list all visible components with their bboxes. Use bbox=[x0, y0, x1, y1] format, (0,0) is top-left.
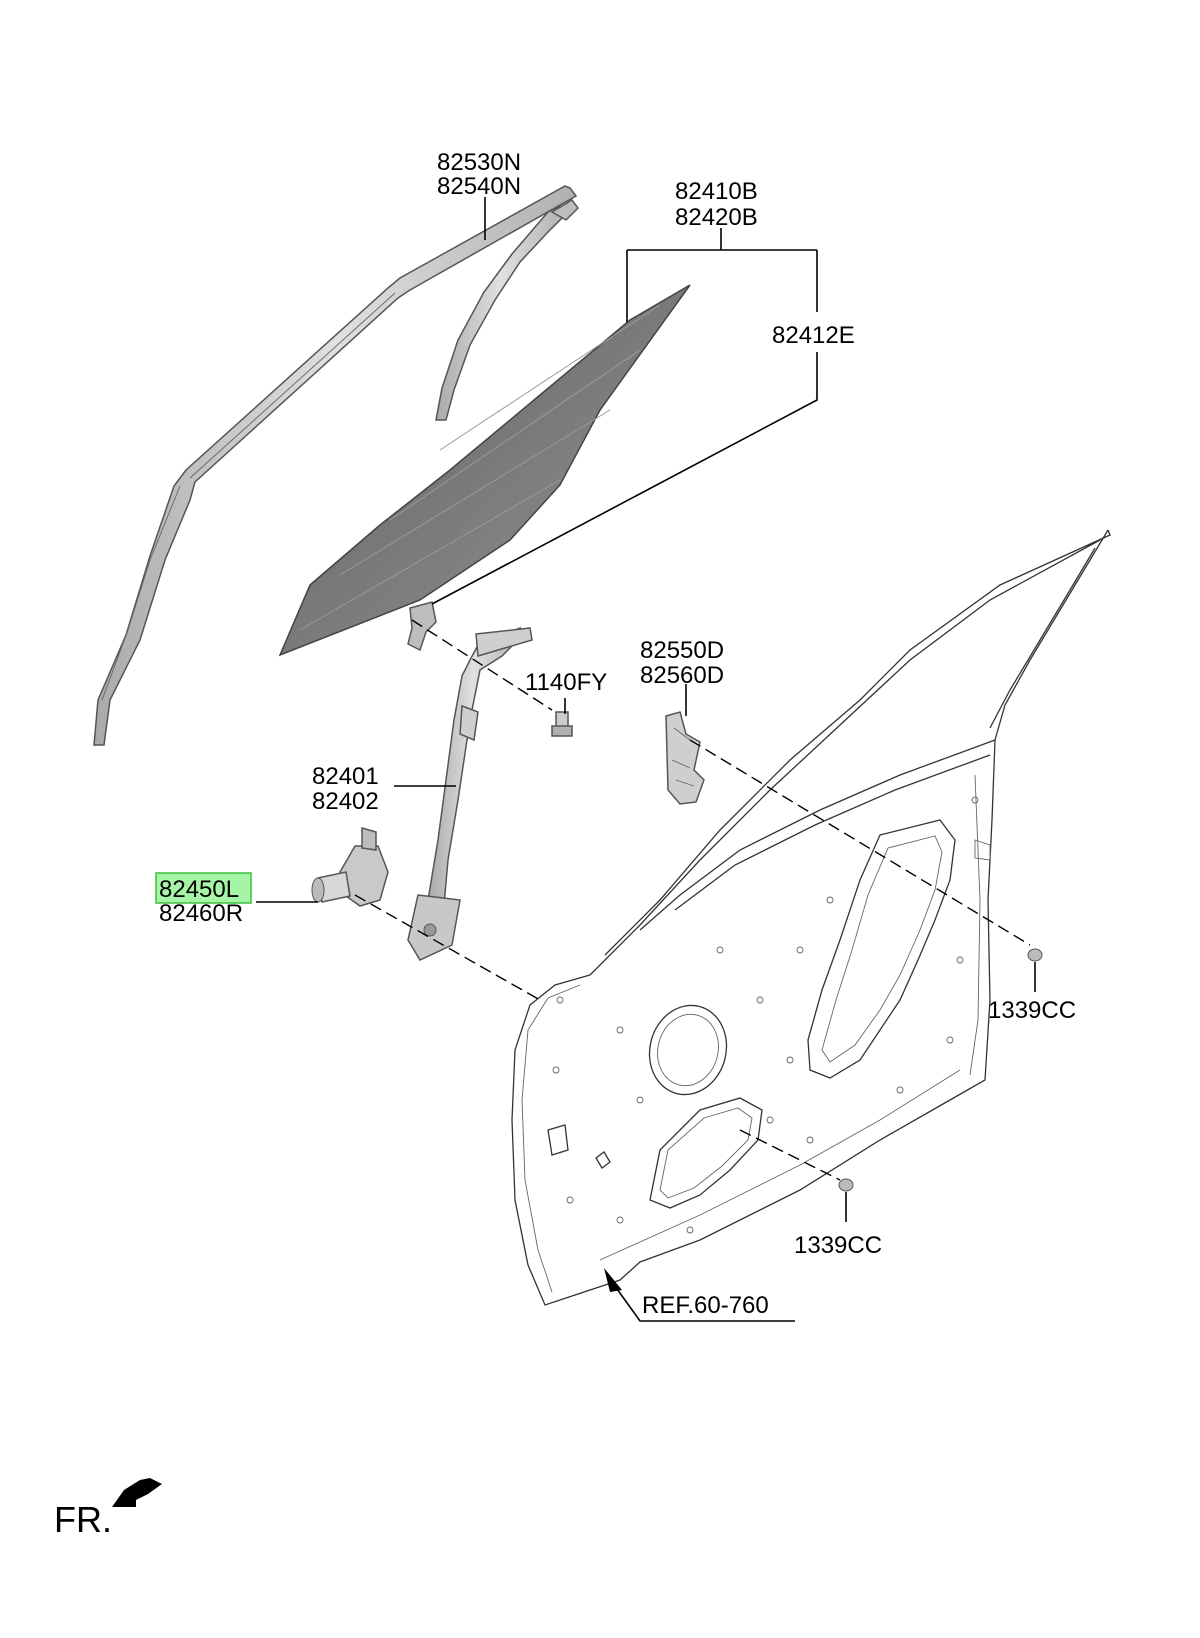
front-arrow-icon bbox=[112, 1478, 162, 1507]
grommet-lower-part bbox=[838, 1178, 854, 1192]
window-regulator-part bbox=[407, 626, 533, 961]
label-82460R[interactable]: 82460R bbox=[159, 900, 243, 927]
door-glass-part bbox=[278, 284, 691, 657]
part-labels: 82530N 82540N 82410B 82420B 82412E 1140F… bbox=[155, 149, 1076, 1319]
belt-moulding-part bbox=[93, 185, 578, 746]
label-82540N[interactable]: 82540N bbox=[437, 173, 521, 200]
leader-lines bbox=[256, 197, 1036, 1322]
label-82530N[interactable]: 82530N bbox=[437, 149, 521, 176]
label-82450L[interactable]: 82450L bbox=[159, 876, 239, 903]
label-82420B[interactable]: 82420B bbox=[675, 204, 758, 231]
run-channel-bracket-part bbox=[665, 711, 705, 805]
front-indicator: FR. bbox=[54, 1478, 162, 1540]
label-reference[interactable]: REF.60-760 bbox=[642, 1292, 769, 1319]
label-1339CC-lower[interactable]: 1339CC bbox=[794, 1232, 882, 1259]
label-82410B[interactable]: 82410B bbox=[675, 178, 758, 205]
label-82402[interactable]: 82402 bbox=[312, 788, 379, 815]
glass-run-channel-part bbox=[435, 199, 579, 421]
label-1140FY[interactable]: 1140FY bbox=[525, 669, 607, 696]
label-82550D[interactable]: 82550D bbox=[640, 637, 724, 664]
grommet-upper-part bbox=[1027, 948, 1043, 962]
regulator-motor-part bbox=[311, 827, 389, 907]
label-82412E[interactable]: 82412E bbox=[772, 322, 855, 349]
front-label: FR. bbox=[54, 1499, 112, 1540]
alignment-lines bbox=[354, 619, 1031, 1181]
label-82560D[interactable]: 82560D bbox=[640, 662, 724, 689]
highlight-box bbox=[155, 872, 252, 904]
label-1339CC-upper[interactable]: 1339CC bbox=[988, 997, 1076, 1024]
bolt-part bbox=[551, 711, 573, 737]
door-inner-panel-part bbox=[511, 529, 1111, 1306]
label-82401[interactable]: 82401 bbox=[312, 763, 379, 790]
